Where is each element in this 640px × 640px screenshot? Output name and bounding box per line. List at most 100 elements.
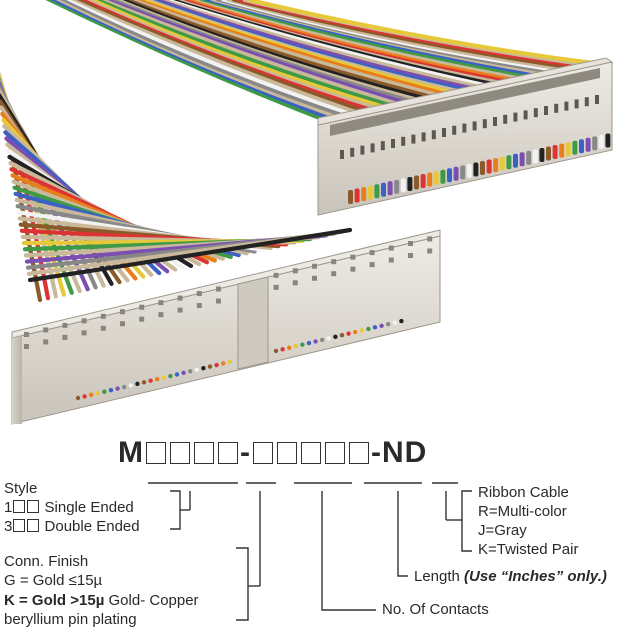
wire-end	[447, 168, 452, 183]
cable-wire	[127, 0, 443, 101]
cable-wire	[76, 0, 374, 116]
connector-hole	[388, 257, 394, 263]
connector-hole	[216, 286, 221, 292]
connector-hole	[350, 266, 356, 272]
wire-end	[366, 326, 371, 332]
wire-end	[493, 158, 499, 173]
cable-wire	[102, 0, 409, 108]
connector-hole	[408, 241, 413, 246]
length-leader	[397, 491, 408, 577]
ribbon-cable-right	[45, 0, 603, 125]
wire-end	[499, 156, 505, 171]
length-text: Length	[414, 568, 465, 585]
wire-end	[155, 376, 160, 382]
wire-end	[354, 188, 360, 203]
ribbon-cable-heading: Ribbon Cable	[478, 484, 569, 501]
cable-wire	[97, 0, 402, 110]
connector-slot	[401, 136, 406, 146]
style-heading: Style	[4, 480, 38, 497]
wire-end	[519, 152, 525, 167]
wire-end	[572, 140, 578, 155]
wire-end	[394, 179, 400, 194]
connector-hole	[177, 295, 183, 301]
wire-end	[598, 134, 604, 149]
small-box	[13, 519, 26, 532]
connector-slot	[472, 121, 477, 131]
wire-end	[427, 172, 433, 187]
ribbon-cable-assembly-image	[0, 0, 614, 425]
wire-end	[161, 375, 166, 380]
length-label: Length (Use “Inches” only.)	[414, 568, 607, 586]
conn-finish-gold-k: K = Gold >15µ Gold- Copper	[4, 592, 199, 610]
connector-hole	[81, 318, 87, 324]
wire-end	[565, 142, 571, 157]
connector-slot	[421, 132, 426, 142]
connector-hole	[62, 322, 68, 328]
finish-box	[194, 442, 214, 464]
wire-end	[433, 171, 439, 186]
style-box-1	[146, 442, 166, 464]
wire-end	[353, 329, 358, 335]
wire-end	[207, 364, 213, 369]
connector-hole	[312, 263, 317, 269]
connector-hole	[139, 316, 145, 322]
connector-hole	[350, 254, 356, 260]
wire-end	[135, 381, 140, 387]
cable-wire	[55, 0, 346, 122]
wire-end	[115, 386, 120, 391]
cable-wire	[60, 0, 353, 120]
connector-hole	[331, 259, 337, 265]
connector-hole	[100, 325, 106, 331]
connector-slot	[595, 95, 599, 104]
connector-slot	[370, 143, 375, 153]
small-box	[27, 519, 40, 532]
wire-end	[526, 150, 532, 165]
connector-slot	[340, 150, 344, 159]
wire-end	[348, 190, 353, 204]
wire-end	[359, 328, 364, 333]
wire-end	[605, 133, 611, 148]
wire-end	[374, 184, 380, 199]
connector-hole	[427, 248, 433, 254]
wire-end	[381, 182, 386, 197]
cable-wire	[27, 227, 353, 283]
wire-end	[287, 345, 292, 350]
length-box-2	[301, 442, 321, 464]
cable-wire	[65, 0, 360, 119]
wire-end	[148, 378, 153, 383]
style-option-single-label: Single Ended	[44, 499, 134, 516]
part-number-suffix: -ND	[371, 436, 428, 469]
ribbon-cable-twisted: K=Twisted Pair	[478, 541, 579, 558]
part-number-separator: -	[240, 436, 251, 469]
connector-hole	[312, 275, 317, 281]
connector-hole	[273, 272, 279, 278]
conn-finish-heading: Conn. Finish	[4, 553, 89, 570]
style-option-double-code: 3	[4, 518, 13, 535]
wire-end	[539, 147, 545, 162]
wire-end	[473, 162, 479, 177]
left-connector	[11, 229, 441, 425]
wire-end	[414, 175, 419, 190]
wire-end	[513, 153, 518, 168]
connector-hole	[427, 236, 433, 242]
wire-end	[420, 174, 426, 189]
cable-wire	[91, 0, 395, 111]
connector-hole	[43, 339, 49, 345]
wire-end	[141, 380, 147, 385]
wire-end	[108, 387, 114, 393]
connector-hole	[273, 284, 279, 290]
wire-end	[453, 166, 459, 181]
connector-hole	[24, 344, 29, 349]
cable-wire	[133, 0, 450, 99]
wire-end	[592, 136, 598, 151]
contacts-label: No. Of Contacts	[382, 601, 489, 618]
connector-slot	[513, 112, 518, 122]
wire-end	[552, 145, 558, 160]
finish-bracket	[236, 547, 249, 621]
connector-hole	[292, 268, 298, 274]
style-option-double-label: Double Ended	[44, 518, 140, 535]
ribbon-cable-gray: J=Gray	[478, 522, 527, 539]
wire-end	[181, 370, 186, 376]
wire-end	[379, 323, 384, 328]
wire-end	[89, 392, 94, 398]
